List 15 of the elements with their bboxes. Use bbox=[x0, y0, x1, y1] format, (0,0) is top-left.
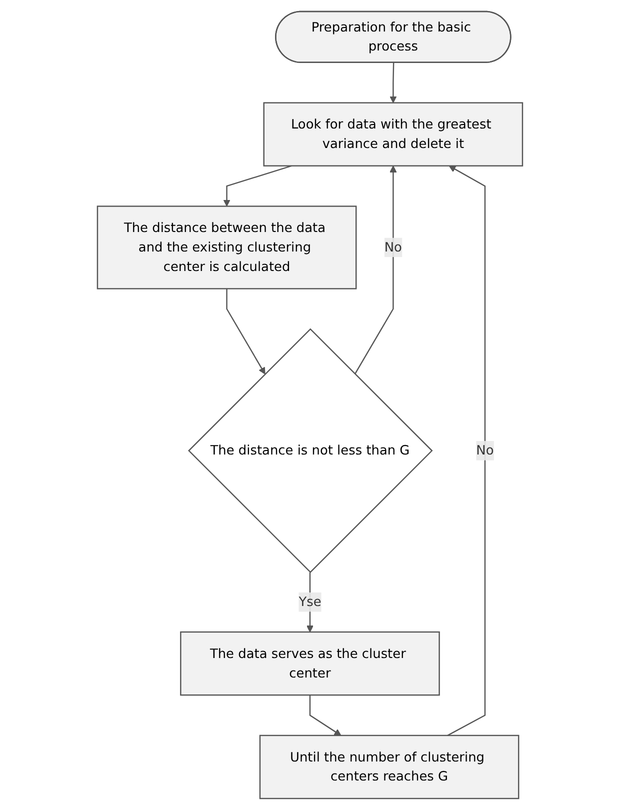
arrow bbox=[223, 165, 292, 207]
arrow bbox=[390, 62, 397, 104]
node-box: Until the number of clustering centers reaches G bbox=[259, 734, 520, 800]
edge-label: Yse bbox=[298, 594, 322, 610]
node-diamond: The distance is not less than G bbox=[188, 328, 433, 574]
node-box: Look for data with the greatest variance and delete it bbox=[263, 102, 524, 166]
arrow bbox=[306, 572, 314, 632]
edge-label: No bbox=[384, 239, 402, 255]
arrow bbox=[309, 695, 342, 736]
arrow bbox=[226, 288, 266, 374]
arrow bbox=[447, 166, 486, 736]
node-box: The data serves as the cluster center bbox=[180, 631, 440, 696]
node-box: The distance between the data and the existing clustering center is calculated bbox=[96, 206, 357, 290]
arrow bbox=[354, 166, 397, 374]
edge-label: No bbox=[476, 442, 494, 458]
